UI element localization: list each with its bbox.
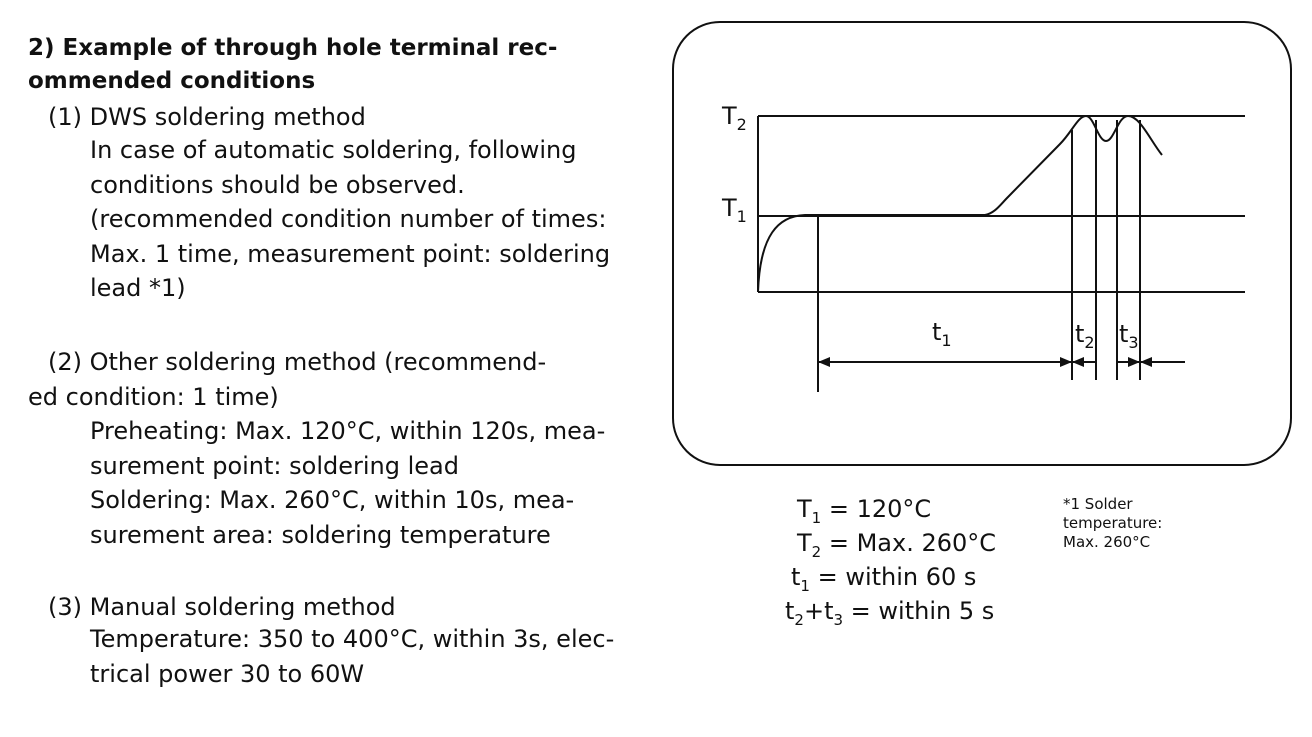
- section-1-line: conditions should be observed.: [90, 170, 465, 199]
- section-1-line: (recommended condition number of times:: [90, 205, 607, 233]
- footnote-line: *1 Solder: [1063, 495, 1133, 513]
- t1-interval-label: t1: [932, 318, 952, 350]
- diagram-legend: T1 = 120°C T2 = Max. 260°C t1 = within 6…: [785, 492, 996, 628]
- section-2-body: Preheating: Max. 120°C, within 120s, mea…: [90, 414, 605, 552]
- t1-axis-label: T1: [721, 194, 747, 226]
- legend-t1: T1 = 120°C: [797, 495, 932, 527]
- section-3-line: Temperature: 350 to 400°C, within 3s, el…: [90, 625, 615, 653]
- section-2-line: surement area: soldering temperature: [90, 520, 551, 549]
- legend-t1-time: t1 = within 60 s: [791, 563, 977, 595]
- section-1-title: (1) DWS soldering method: [48, 103, 366, 131]
- t2-axis-label: T2: [721, 102, 747, 134]
- section-heading: 2) Example of through hole terminal rec-…: [28, 32, 628, 98]
- section-2-title-line-2: ed condition: 1 time): [28, 383, 279, 411]
- legend-t2: T2 = Max. 260°C: [797, 529, 997, 561]
- footnote-line: temperature:: [1063, 514, 1163, 532]
- footnote: *1 Solder temperature: Max. 260°C: [1063, 495, 1162, 552]
- section-2-line: Soldering: Max. 260°C, within 10s, mea-: [90, 486, 575, 514]
- legend-t2-t3-time: t2+t3 = within 5 s: [785, 597, 995, 629]
- section-3-body: Temperature: 350 to 400°C, within 3s, el…: [90, 622, 614, 691]
- section-2-line: surement point: soldering lead: [90, 451, 459, 480]
- section-3-title: (3) Manual soldering method: [48, 593, 396, 621]
- section-1-line: Max. 1 time, measurement point: solderin…: [90, 239, 611, 268]
- t3-interval-label: t3: [1119, 320, 1139, 352]
- section-2-title-line-1: (2) Other soldering method (recommend-: [48, 348, 547, 376]
- section-1-line: lead *1): [90, 274, 186, 302]
- section-2-line: Preheating: Max. 120°C, within 120s, mea…: [90, 417, 606, 445]
- heading-line-2: ommended conditions: [28, 68, 316, 94]
- section-1-line: In case of automatic soldering, followin…: [90, 136, 577, 164]
- heading-line-1: 2) Example of through hole terminal rec-: [28, 35, 558, 61]
- footnote-line: Max. 260°C: [1063, 533, 1151, 551]
- section-1-body: In case of automatic soldering, followin…: [90, 133, 610, 306]
- temperature-curve: [757, 114, 1163, 293]
- section-3-line: trical power 30 to 60W: [90, 659, 365, 688]
- temperature-profile-frame: [672, 21, 1292, 466]
- t2-interval-label: t2: [1075, 320, 1095, 352]
